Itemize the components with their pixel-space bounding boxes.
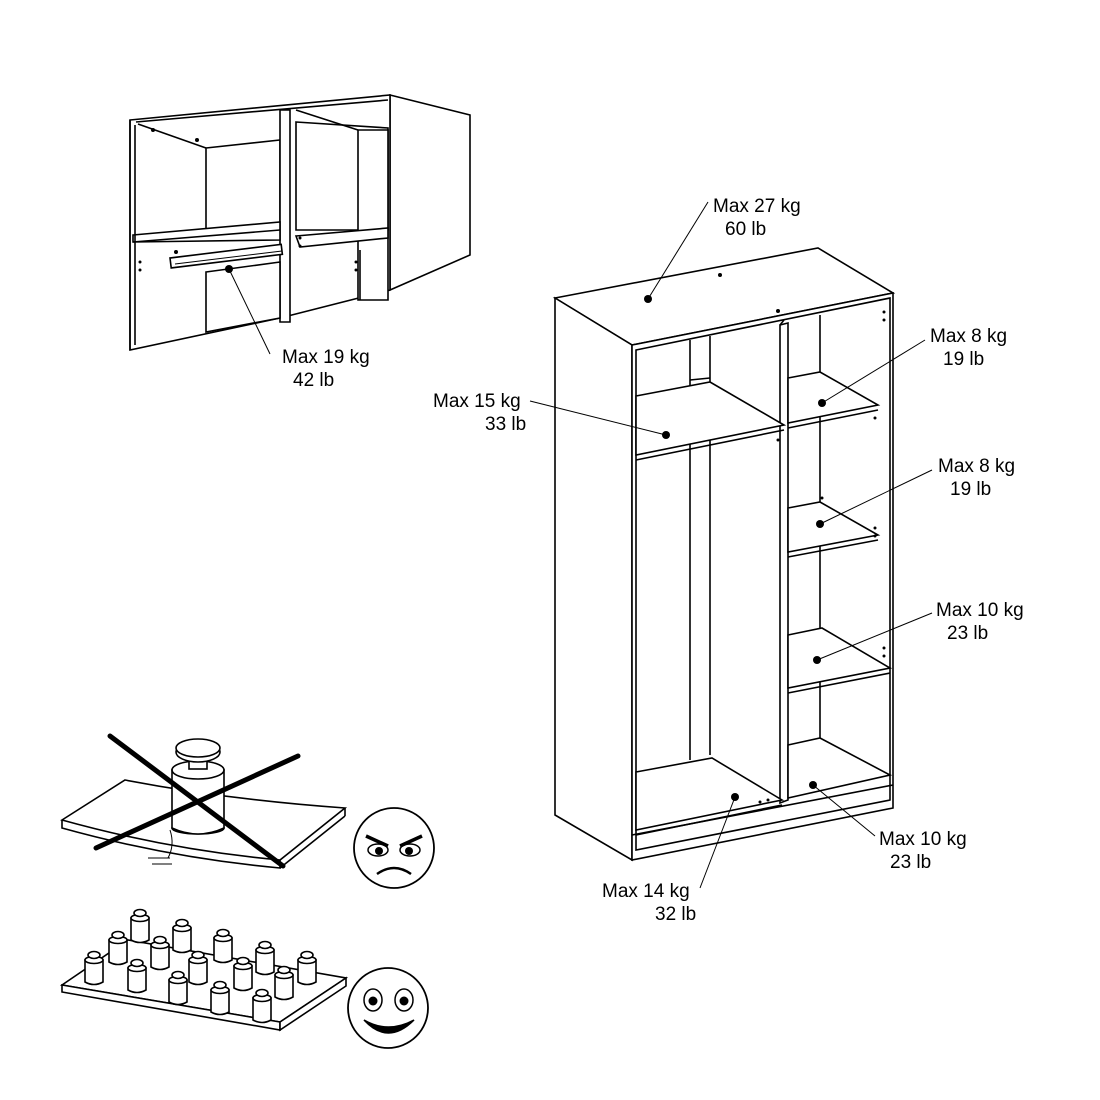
- right-bottom-max-kg-label: Max 10 kg: [879, 829, 967, 850]
- angry-face-icon: [353, 807, 435, 889]
- left-shelf-max-lb-label: 33 lb: [485, 414, 526, 435]
- small-weight-icon: [127, 958, 147, 994]
- small-weights-group: [84, 908, 317, 1024]
- small-weight-icon: [130, 908, 150, 944]
- right-shelf-3-max-kg-label: Max 10 kg: [936, 600, 1024, 621]
- small-weight-icon: [188, 950, 208, 986]
- small-weight-icon: [252, 988, 272, 1024]
- small-weight-icon: [150, 935, 170, 971]
- right-shelf-3-max-lb-label: 23 lb: [947, 623, 988, 644]
- rail-max-lb-label: 42 lb: [293, 370, 334, 391]
- wardrobe-illustration: Max 27 kg 60 lb Max 15 kg 33 lb Max 8 kg…: [433, 196, 1024, 925]
- top-max-kg-label: Max 27 kg: [713, 196, 801, 217]
- small-weight-icon: [210, 980, 230, 1016]
- right-shelf-2-max-kg-label: Max 8 kg: [938, 456, 1015, 477]
- right-bottom-max-lb-label: 23 lb: [890, 852, 931, 873]
- right-shelf-1-max-kg-label: Max 8 kg: [930, 326, 1007, 347]
- left-bottom-max-lb-label: 32 lb: [655, 904, 696, 925]
- right-shelf-2-max-lb-label: 19 lb: [950, 479, 991, 500]
- left-bottom-max-kg-label: Max 14 kg: [602, 881, 690, 902]
- top-max-lb-label: 60 lb: [725, 219, 766, 240]
- wrong-load-illustration: [60, 733, 435, 889]
- happy-face-icon: [347, 967, 429, 1049]
- small-weight-icon: [213, 928, 233, 964]
- small-weight-icon: [168, 970, 188, 1006]
- right-shelf-1-max-lb-label: 19 lb: [943, 349, 984, 370]
- correct-load-illustration: [59, 908, 429, 1049]
- small-weight-icon: [255, 940, 275, 976]
- top-cabinet-illustration: Max 19 kg 42 lb: [129, 93, 471, 391]
- small-weight-icon: [233, 956, 253, 992]
- rail-max-kg-label: Max 19 kg: [282, 347, 370, 368]
- small-weight-icon: [84, 950, 104, 986]
- small-weight-icon: [108, 930, 128, 966]
- left-shelf-max-kg-label: Max 15 kg: [433, 391, 521, 412]
- small-weight-icon: [297, 950, 317, 986]
- small-weight-icon: [172, 918, 192, 954]
- small-weight-icon: [274, 965, 294, 1001]
